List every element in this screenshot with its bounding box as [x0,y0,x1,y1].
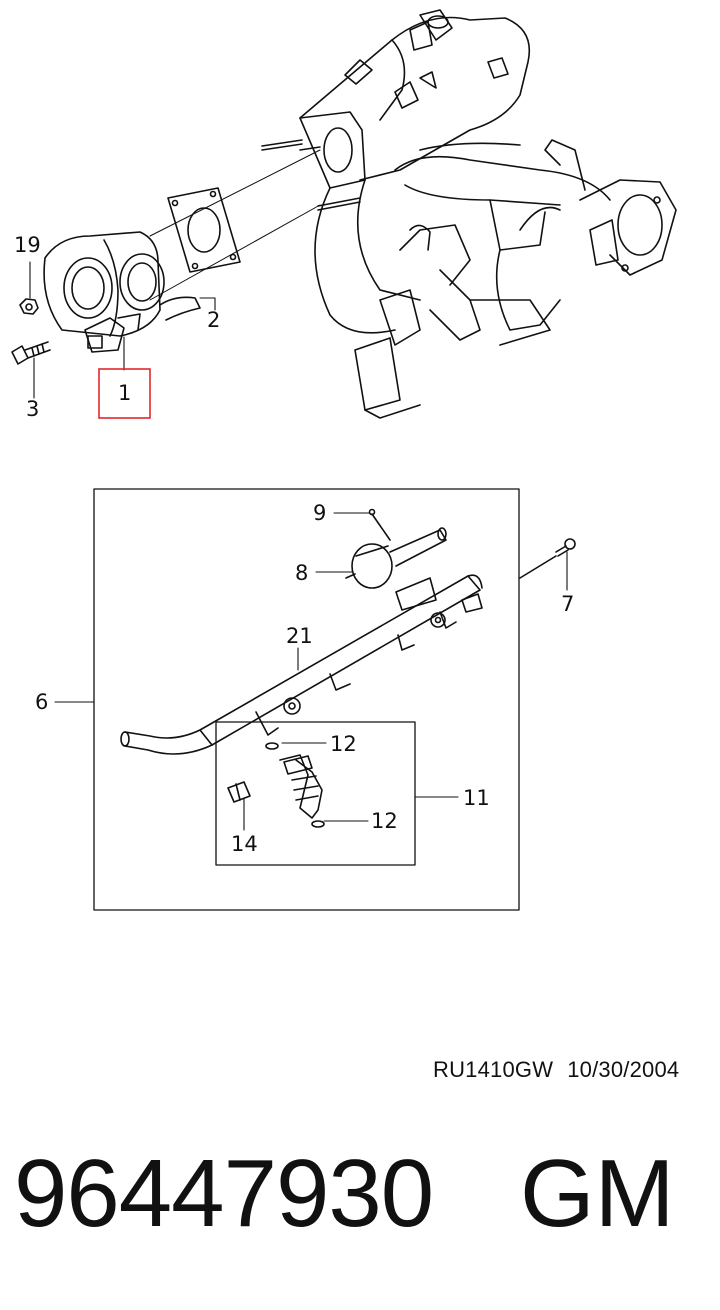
callout-9: 9 [313,501,326,525]
callout-14: 14 [231,832,258,856]
callout-12-bottom: 12 [371,809,398,833]
callout-3: 3 [26,397,39,421]
highlight-box [98,368,151,419]
nut-drawing [19,298,39,315]
reference-date: 10/30/2004 [567,1057,680,1082]
leader-lines-rail [54,512,568,831]
throttle-body-drawing [43,231,201,353]
gasket-drawing [149,149,321,301]
fuel-rail-kit-frame [93,488,520,911]
bolt-drawing [11,341,51,365]
part-number: 96447930 [14,1140,434,1247]
callout-7: 7 [561,592,574,616]
leader-lines-top [29,261,216,399]
reference-code: RU1410GW [433,1057,554,1082]
callout-19: 19 [14,233,41,257]
intake-manifold-drawing [261,9,677,419]
injector-kit-frame [215,721,416,866]
callout-6: 6 [35,690,48,714]
callout-11: 11 [463,786,490,810]
parts-diagram: 19 2 3 1 9 8 7 21 6 12 11 14 12 [11,9,677,911]
callout-21: 21 [286,624,313,648]
diagram-reference: RU1410GW 10/30/2004 [433,1057,679,1083]
callout-8: 8 [295,561,308,585]
brand-name: GM [520,1140,675,1247]
fuel-rail-drawing [120,508,576,828]
callout-2: 2 [207,308,220,332]
callout-12-top: 12 [330,732,357,756]
callout-1[interactable]: 1 [118,381,131,405]
